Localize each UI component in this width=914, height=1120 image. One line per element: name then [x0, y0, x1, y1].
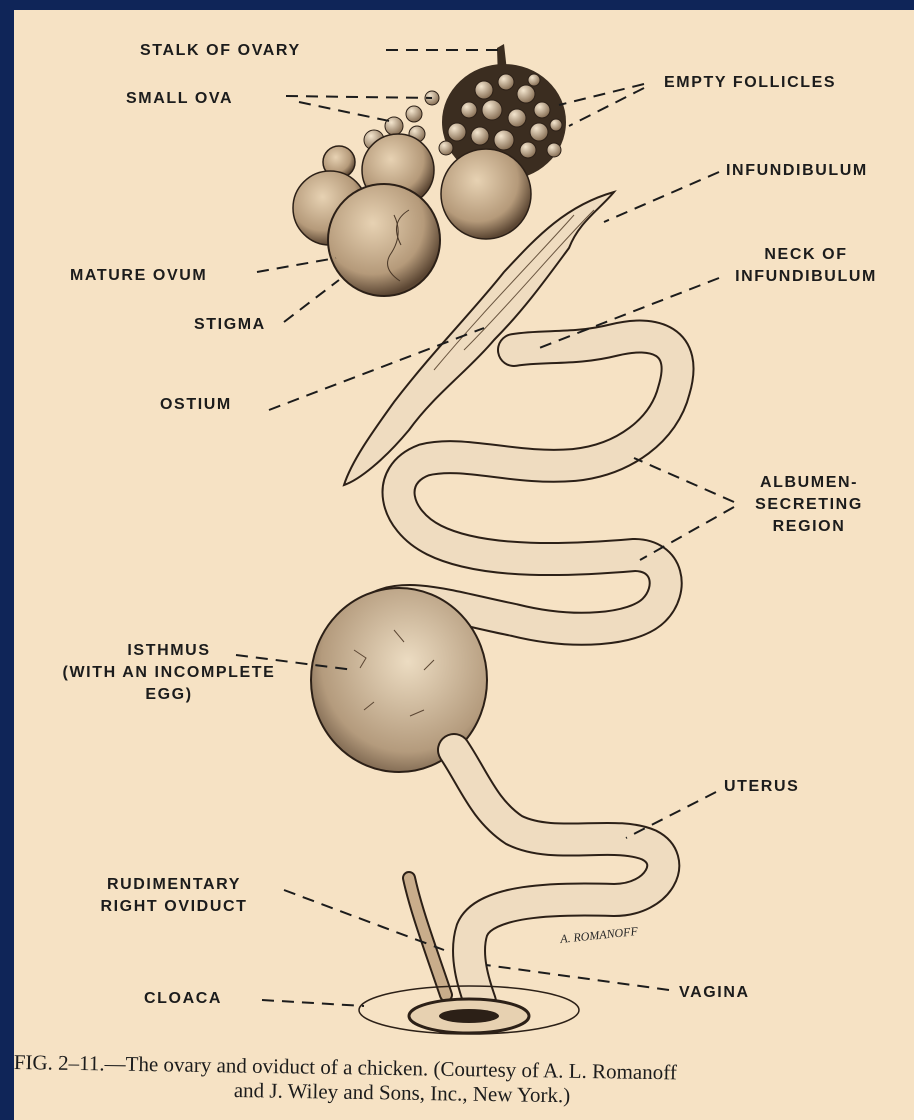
label-uterus: UTERUS — [724, 776, 799, 798]
label-small-ova: SMALL OVA — [126, 88, 233, 110]
label-stigma: STIGMA — [194, 314, 266, 336]
label-mature-ovum: MATURE OVUM — [70, 265, 207, 287]
label-isthmus: ISTHMUS (WITH AN INCOMPLETE EGG) — [63, 640, 276, 706]
label-neck-of-infundibulum: NECK OF INFUNDIBULUM — [735, 244, 877, 288]
label-albumen-secreting-region: ALBUMEN- SECRETING REGION — [755, 472, 863, 538]
label-infundibulum: INFUNDIBULUM — [726, 160, 868, 182]
mature-ovum — [328, 184, 440, 296]
label-ostium: OSTIUM — [160, 394, 232, 416]
label-rudimentary-right-oviduct: RUDIMENTARY RIGHT OVIDUCT — [100, 874, 247, 918]
label-empty-follicles: EMPTY FOLLICLES — [664, 72, 836, 94]
illustration-page: STALK OF OVARY SMALL OVA EMPTY FOLLICLES… — [14, 10, 914, 1120]
label-stalk-of-ovary: STALK OF OVARY — [140, 40, 301, 62]
figure-caption-line-2: and J. Wiley and Sons, Inc., New York.) — [234, 1078, 571, 1108]
label-cloaca: CLOACA — [144, 988, 222, 1010]
label-vagina: VAGINA — [679, 982, 750, 1004]
